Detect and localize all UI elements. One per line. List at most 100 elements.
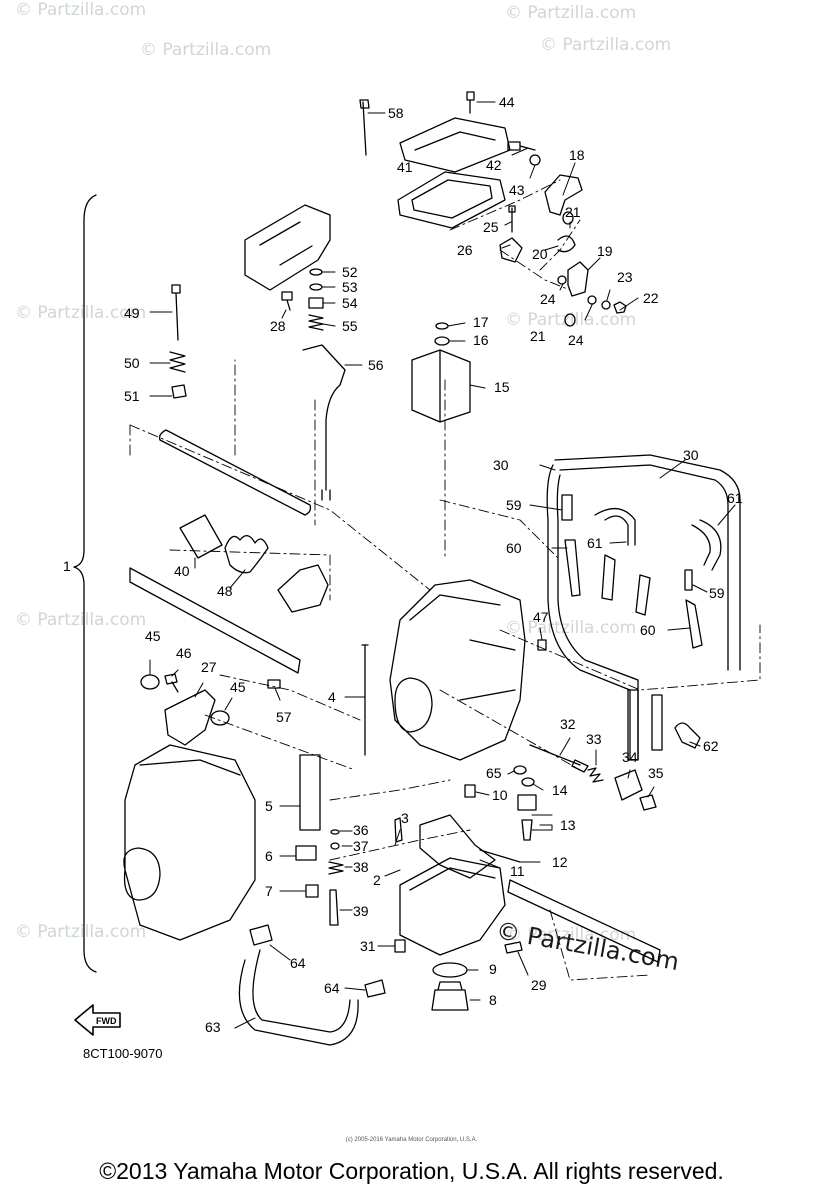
label-part-21: 21 (565, 204, 581, 220)
label-part-48: 48 (217, 583, 233, 599)
assembly-bracket (73, 194, 97, 973)
part-36-washer (330, 829, 340, 835)
part-14-oring (521, 777, 535, 787)
watermark: © Partzilla.com (540, 35, 671, 55)
label-part-5: 5 (265, 798, 273, 814)
label-part-31: 31 (360, 938, 376, 954)
part-41-gasket (397, 171, 506, 229)
label-part-25: 25 (483, 219, 499, 235)
label-part-17: 17 (473, 314, 489, 330)
part-45-oring (210, 710, 230, 726)
part-48-spring (224, 535, 269, 574)
reference-lines (129, 179, 761, 981)
label-part-19: 19 (597, 243, 613, 259)
part-13-valve (517, 794, 537, 841)
part-58-rod (359, 99, 370, 156)
label-part-44: 44 (499, 94, 515, 110)
label-part-34: 34 (622, 749, 638, 765)
label-part-52: 52 (342, 264, 358, 280)
part-51-nut (171, 384, 187, 399)
part-38-spring (328, 861, 344, 875)
part-main-carburetor (389, 579, 526, 761)
label-part-58: 58 (388, 105, 404, 121)
label-part-61: 61 (587, 535, 603, 551)
label-part-61b: 61 (727, 490, 743, 506)
label-part-4: 4 (328, 689, 336, 705)
part-3-jet (394, 817, 403, 843)
label-part-16: 16 (473, 332, 489, 348)
part-31-screw (394, 939, 406, 953)
part-59-tee (684, 569, 693, 591)
part-19-lever (567, 261, 589, 297)
part-21-collar (562, 211, 574, 225)
part-27-bracket (164, 689, 216, 746)
label-part-2: 2 (373, 872, 381, 888)
label-part-20: 20 (532, 246, 548, 262)
label-part-21b: 21 (530, 328, 546, 344)
part-22-nut (613, 301, 627, 314)
part-54-nut (308, 297, 324, 309)
part-21-collar (564, 313, 576, 327)
part-9-gasket (432, 962, 468, 978)
label-part-56: 56 (368, 357, 384, 373)
label-part-13: 13 (560, 817, 576, 833)
part-50-spring (169, 351, 186, 373)
part-left-carburetor (123, 744, 256, 941)
label-part-47: 47 (533, 609, 549, 625)
label-part-24: 24 (540, 291, 556, 307)
part-46-screw (164, 673, 179, 693)
part-24-washer (587, 295, 597, 305)
label-part-30b: 30 (683, 447, 699, 463)
part-23-washer (601, 300, 611, 310)
watermark: © Partzilla.com (505, 310, 636, 330)
label-part-42: 42 (486, 157, 502, 173)
part-43-washer (529, 154, 541, 166)
label-part-62: 62 (703, 738, 719, 754)
label-part-29: 29 (531, 977, 547, 993)
part-29-screw (504, 941, 523, 954)
part-bottom-plate (507, 879, 661, 963)
copyright-small: (c) 2005-2016 Yamaha Motor Corporation, … (345, 1137, 478, 1143)
label-part-11: 11 (510, 863, 525, 879)
watermark: © Partzilla.com (15, 0, 146, 20)
watermark: © Partzilla.com (15, 303, 146, 323)
label-part-46: 46 (176, 645, 192, 661)
watermark: © Partzilla.com (505, 3, 636, 23)
part-65-washer (513, 765, 527, 775)
part-40-sleeve (179, 514, 223, 559)
part-30-hose (546, 464, 639, 761)
label-part-15: 15 (494, 379, 510, 395)
part-18-lever (544, 174, 583, 216)
part-7-jet (305, 884, 319, 898)
part-56-cable (302, 344, 346, 501)
label-part-63: 63 (205, 1019, 221, 1035)
label-part-60: 60 (506, 540, 522, 556)
label-part-36: 36 (353, 822, 369, 838)
label-part-41: 41 (397, 159, 413, 175)
label-part-38: 38 (353, 859, 369, 875)
label-part-55: 55 (342, 318, 358, 334)
label-part-64b: 64 (324, 980, 340, 996)
label-part-51: 51 (124, 388, 140, 404)
label-part-59: 59 (506, 497, 522, 513)
part-float-bowl (399, 857, 506, 956)
part-25-bolt (508, 205, 516, 233)
part-37-oring (330, 842, 340, 850)
label-part-6: 6 (265, 848, 273, 864)
part-42-screw (507, 141, 536, 151)
label-part-40: 40 (174, 563, 190, 579)
part-5-jet-holder (299, 754, 321, 831)
label-part-59b: 59 (709, 585, 725, 601)
part-hose-short (651, 694, 663, 751)
part-55-spring (308, 314, 324, 331)
part-hose-short (635, 574, 651, 616)
diagram-code: 8CT100-9070 (83, 1046, 163, 1061)
copyright-notice: ©2013 Yamaha Motor Corporation, U.S.A. A… (99, 1158, 724, 1184)
label-part-45b: 45 (230, 679, 246, 695)
label-part-32: 32 (560, 716, 576, 732)
label-part-30: 30 (493, 457, 509, 473)
part-33-spring (587, 767, 604, 783)
part-60-hose (564, 539, 581, 597)
